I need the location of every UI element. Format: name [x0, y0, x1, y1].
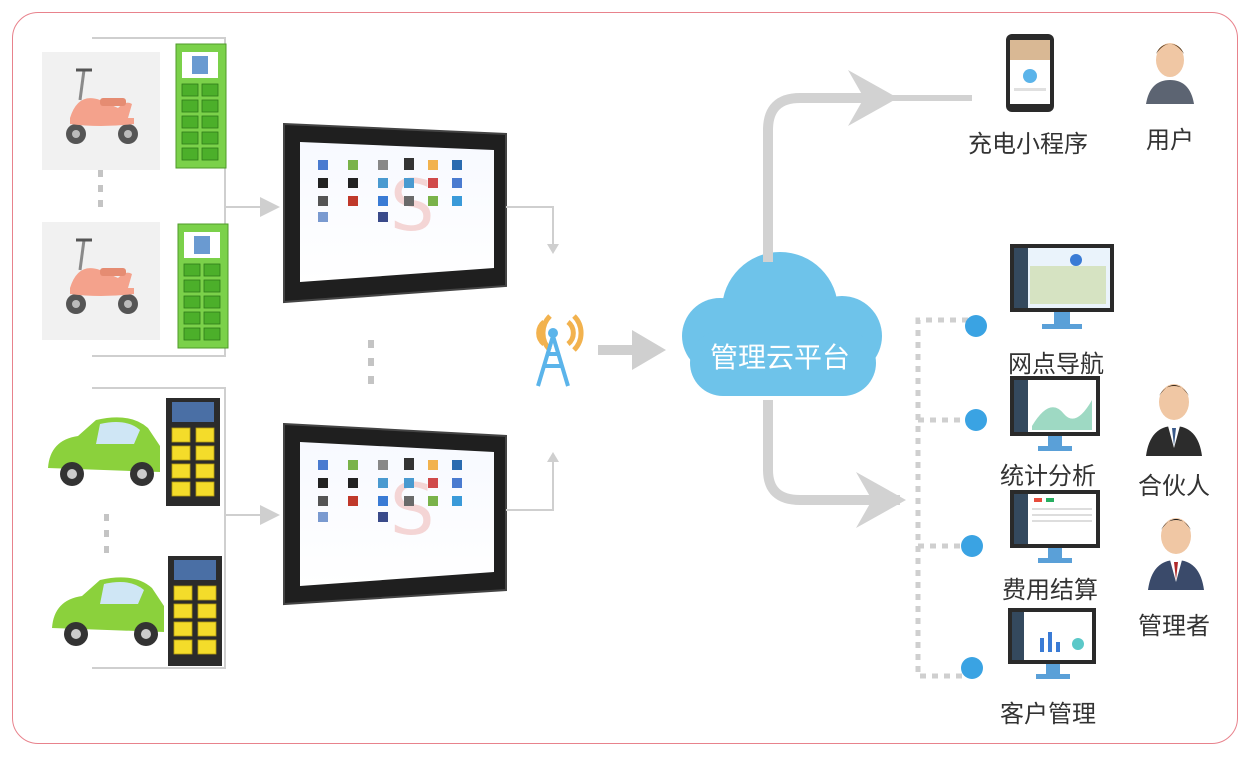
app-icon-grid: [318, 158, 462, 222]
monitor-customer-management: [1008, 608, 1096, 679]
monitor-statistics: [1010, 376, 1100, 451]
scooter-image: [42, 52, 160, 170]
scooter-group-bracket: [92, 37, 226, 357]
connector-arrowheads: [547, 244, 559, 462]
module-label-statistics: 统计分析: [1000, 462, 1096, 490]
role-label-partner: 合伙人: [1138, 472, 1210, 500]
cloud-platform-icon: [682, 252, 882, 396]
scooter-charging-cabinet: [177, 223, 229, 349]
module-label-network-navigation: 网点导航: [1008, 350, 1104, 378]
electric-car-image: [52, 577, 164, 646]
ellipsis-dots-vertical: [104, 514, 109, 553]
ellipsis-dots-vertical: [98, 170, 103, 207]
connector-tablets-to-antenna: [506, 206, 554, 511]
module-connector-dots: [961, 315, 987, 679]
car-charging-cabinet: [168, 556, 222, 666]
electric-car-image: [48, 417, 160, 486]
ellipsis-dots-vertical: [368, 340, 374, 384]
partner-avatar-icon: [1146, 384, 1202, 456]
module-dotted-bus: [915, 317, 968, 679]
arrow-cloud-to-user-app: [763, 93, 972, 262]
module-label-billing: 费用结算: [1002, 576, 1098, 604]
controller-tablet: S: [283, 422, 507, 606]
mini-program-label: 充电小程序: [968, 130, 1088, 158]
user-role-label: 用户: [1146, 126, 1194, 154]
car-group-bracket: [92, 387, 226, 669]
arrow-cloud-to-modules: [763, 400, 900, 505]
manager-avatar-icon: [1148, 518, 1204, 590]
arrowhead: [856, 472, 906, 528]
user-avatar-icon: [1146, 43, 1194, 104]
signal-tower-icon: [536, 314, 584, 387]
mobile-phone-icon: [1006, 34, 1054, 112]
car-charging-cabinet: [166, 398, 220, 506]
module-label-customer-management: 客户管理: [1000, 700, 1096, 728]
cloud-platform-label: 管理云平台: [709, 341, 850, 374]
scooter-image: [42, 222, 160, 340]
arrowhead: [848, 70, 898, 126]
diagram-frame: [12, 12, 1238, 744]
controller-tablet: S: [283, 122, 507, 304]
scooter-charging-cabinet: [175, 43, 227, 169]
monitor-network-navigation: [1010, 244, 1114, 329]
app-icon-grid: [318, 458, 462, 522]
arrow-antenna-to-cloud: [598, 330, 666, 370]
role-label-manager: 管理者: [1138, 612, 1210, 640]
monitor-billing: [1010, 490, 1100, 563]
